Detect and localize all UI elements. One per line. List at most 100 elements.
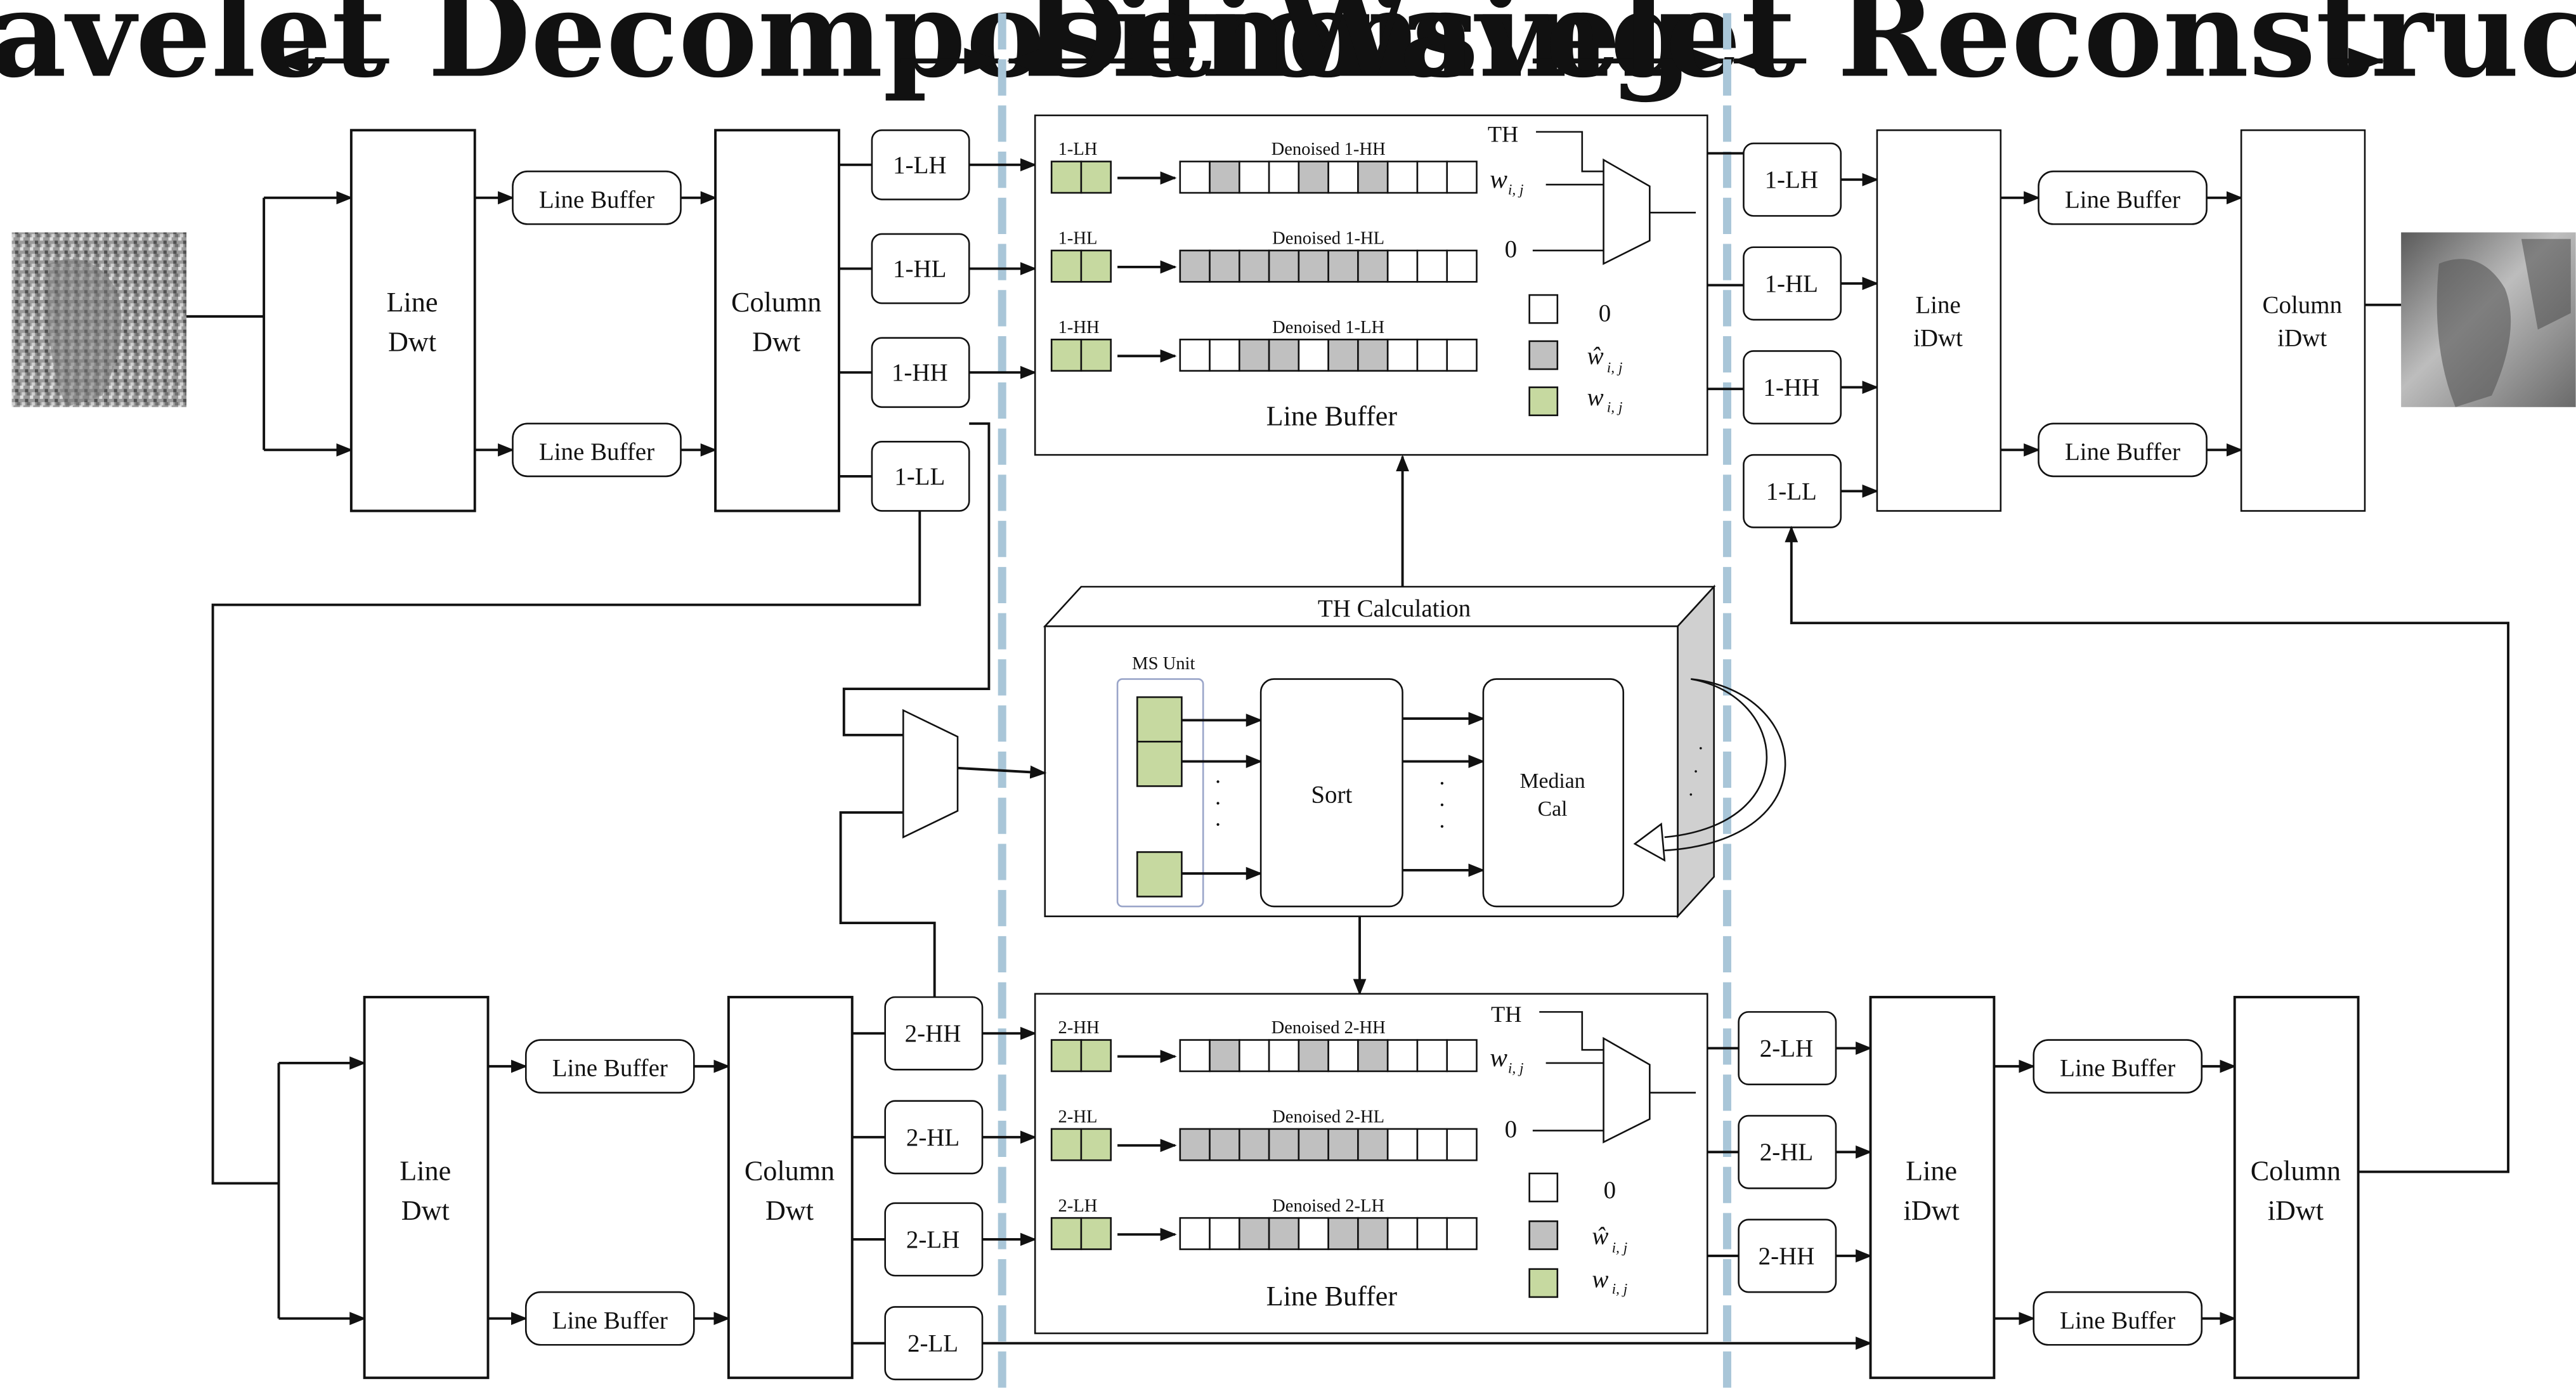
top-line-buffer-1-label: Line Buffer	[539, 186, 654, 213]
bottom-row-1-buffer-cell	[1179, 1039, 1211, 1073]
top-w-sub: i, j	[1508, 182, 1524, 199]
bottom-row-3-title: Denoised 2-LH	[1272, 1196, 1384, 1216]
ms-unit	[1116, 678, 1204, 908]
svg-text:·: ·	[1214, 790, 1222, 816]
top-line-dwt-l1: Line	[387, 287, 438, 318]
legend-empty-cell	[1528, 294, 1559, 324]
top-row-2-buffer-cell	[1209, 249, 1240, 283]
bottom-row-3-input-cell	[1050, 1217, 1083, 1250]
bottom-recon-2hl-label: 2-HL	[1760, 1139, 1813, 1166]
header-decomposition-text: Wavelet Decomposition	[0, 0, 1422, 105]
top-row-3-input-cell	[1080, 338, 1112, 372]
top-column-dwt: Column Dwt	[714, 129, 840, 513]
bottom-w-label: w	[1490, 1043, 1507, 1072]
top-row-3-buffer-cell	[1446, 338, 1478, 372]
svg-text:·: ·	[1214, 812, 1222, 837]
top-row-3-tag: 1-HH	[1058, 318, 1100, 337]
bottom-row-3-buffer-cell	[1386, 1217, 1419, 1250]
top-subband-1hl-label: 1-HL	[893, 256, 946, 283]
bottom-zero-label: 0	[1505, 1116, 1517, 1143]
top-row-1-buffer-cell	[1416, 160, 1448, 194]
bottom-line-idwt: Line iDwt	[1869, 996, 1996, 1380]
noisy-input-image	[11, 232, 187, 407]
bottom-recon-2hh: 2-HH	[1738, 1218, 1837, 1293]
top-row-2-input-cell	[1050, 249, 1083, 283]
bottom-legend-empty-cell	[1528, 1172, 1559, 1203]
top-recon-line-buffer-1: Line Buffer	[2038, 170, 2208, 225]
bottom-row-1-buffer-cell	[1386, 1039, 1419, 1073]
top-row-3-buffer-cell	[1209, 338, 1240, 372]
top-row-1-buffer-cell	[1239, 160, 1270, 194]
bottom-row-3-buffer-cell	[1179, 1217, 1211, 1250]
bottom-row-3-buffer-cell	[1239, 1217, 1270, 1250]
top-row-3-buffer-cell	[1357, 338, 1389, 372]
median-label-2: Cal	[1538, 797, 1568, 821]
top-row-2-buffer-cell	[1446, 249, 1478, 283]
denoised-output-image	[2401, 232, 2576, 407]
header-reconstruction: Wavelet Reconstruction	[1275, 0, 2576, 105]
top-recon-line-buffer-2-label: Line Buffer	[2065, 438, 2180, 466]
top-row-3-buffer-cell	[1179, 338, 1211, 372]
top-row-1-buffer-cell	[1386, 160, 1419, 194]
top-row-2-title: Denoised 1-HL	[1272, 229, 1384, 249]
bottom-row-1-buffer-cell	[1416, 1039, 1448, 1073]
bottom-row-3-buffer-cell	[1357, 1217, 1389, 1250]
top-row-3-input-cell	[1050, 338, 1083, 372]
top-recon-1lh-label: 1-LH	[1765, 166, 1818, 193]
bottom-row-2-input-cell	[1050, 1128, 1083, 1161]
header-reconstruction-text: Wavelet Reconstruction	[1275, 0, 2576, 105]
top-recon-1ll-label: 1-LL	[1766, 478, 1817, 505]
bottom-line-buffer-2-label: Line Buffer	[552, 1307, 668, 1334]
top-legend-w-sub: i, j	[1607, 400, 1623, 416]
bottom-subband-2hl: 2-HL	[852, 1100, 984, 1175]
bottom-recon-line-buffer-2-label: Line Buffer	[2060, 1307, 2175, 1334]
bottom-line-buffer-1: Line Buffer	[524, 1039, 695, 1094]
top-legend-zero: 0	[1599, 300, 1611, 327]
bottom-row-3-buffer-cell	[1298, 1217, 1329, 1250]
svg-text:·: ·	[1214, 769, 1222, 795]
legend-gray-cell	[1528, 340, 1559, 370]
bottom-legend-green-cell	[1528, 1268, 1559, 1298]
bottom-row-2-buffer-cell	[1327, 1128, 1359, 1161]
bottom-recon-line-buffer-1: Line Buffer	[2033, 1039, 2203, 1094]
top-row-1-buffer-cell	[1179, 160, 1211, 194]
top-recon-1lh: 1-LH	[1743, 142, 1842, 217]
top-line-buffer-1: Line Buffer	[512, 170, 682, 225]
top-row-2-buffer-cell	[1416, 249, 1448, 283]
top-row-1-input-cell	[1050, 160, 1083, 194]
bottom-row-2-tag: 2-HL	[1058, 1107, 1098, 1127]
top-row-2-tag: 1-HL	[1058, 229, 1098, 249]
top-line-buffer-2-label: Line Buffer	[539, 438, 654, 466]
top-row-1-input-cell	[1080, 160, 1112, 194]
top-subband-1ll-label: 1-LL	[894, 463, 945, 490]
top-row-3-buffer-cell	[1327, 338, 1359, 372]
bottom-recon-2lh: 2-LH	[1738, 1011, 1837, 1086]
bottom-row-1-buffer-cell	[1446, 1039, 1478, 1073]
top-row-1-buffer-cell	[1298, 160, 1329, 194]
top-line-idwt: Line iDwt	[1876, 129, 2002, 512]
bottom-legend-what-sub: i, j	[1612, 1240, 1628, 1257]
bottom-line-dwt: Line Dwt	[363, 996, 490, 1380]
header-decomposition: Wavelet Decomposition	[0, 0, 1422, 105]
bottom-row-2-title: Denoised 2-HL	[1272, 1107, 1384, 1127]
top-row-3-buffer-cell	[1298, 338, 1329, 372]
top-line-dwt: Line Dwt	[349, 129, 476, 513]
bottom-row-2-buffer-cell	[1386, 1128, 1419, 1161]
bottom-recon-line-buffer-1-label: Line Buffer	[2060, 1055, 2175, 1082]
bottom-legend-what: ŵ	[1592, 1223, 1608, 1250]
bottom-row-2-buffer-cell	[1357, 1128, 1389, 1161]
bottom-recon-line-buffer-2: Line Buffer	[2033, 1291, 2203, 1346]
sort-unit	[1259, 678, 1403, 908]
bottom-row-1-buffer-cell	[1268, 1039, 1300, 1073]
svg-text:·: ·	[1438, 771, 1446, 796]
top-th-label: TH	[1488, 121, 1518, 147]
top-denoise-buffer-label: Line Buffer	[1266, 400, 1398, 431]
bottom-column-dwt-l2: Dwt	[765, 1195, 814, 1226]
top-recon-line-buffer-2: Line Buffer	[2038, 422, 2208, 478]
bottom-row-1-buffer-cell	[1327, 1039, 1359, 1073]
top-column-idwt: Column iDwt	[2240, 129, 2366, 512]
median-cal-unit	[1482, 678, 1625, 908]
bottom-legend-w-sub: i, j	[1612, 1281, 1628, 1298]
bottom-row-2-buffer-cell	[1298, 1128, 1329, 1161]
